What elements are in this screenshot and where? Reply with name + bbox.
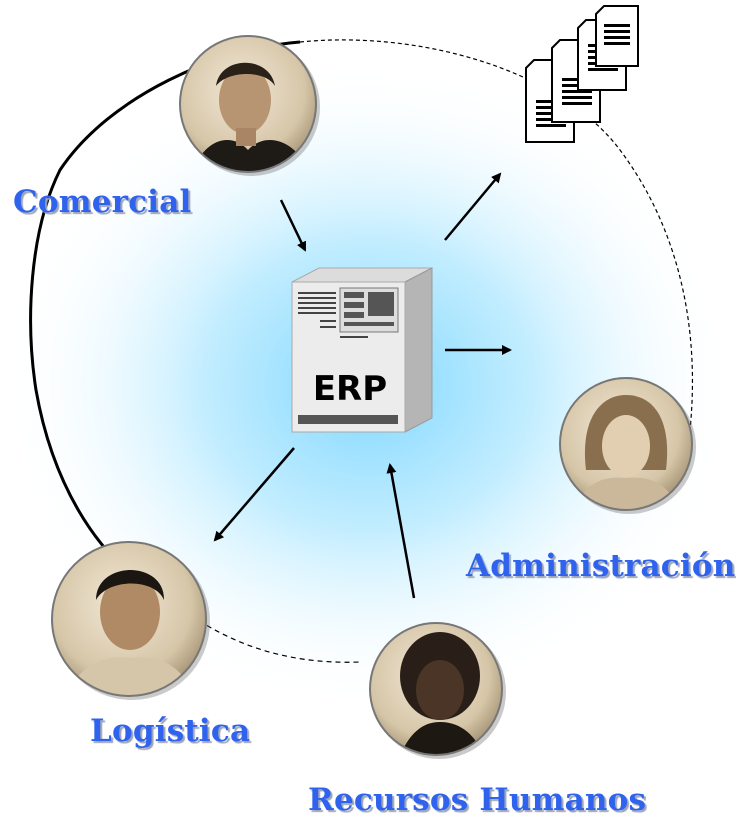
department-label-administracion: Administración: [466, 548, 736, 584]
arrow-comercial-to-erp: [279, 199, 307, 252]
department-label-recursos-humanos: Recursos Humanos: [308, 782, 647, 818]
arrow-erp-to-documents: [444, 172, 502, 241]
arrow-erp-to-logistica: [213, 447, 295, 542]
boundary-circle: [29, 39, 694, 663]
portrait-man-smiling-icon: [51, 541, 210, 700]
portrait-woman-icon: [369, 622, 506, 759]
server-icon: [291, 267, 433, 433]
arrow-rrhh-to-erp: [386, 463, 416, 599]
department-label-comercial: Comercial: [13, 184, 192, 220]
department-label-logistica: Logística: [90, 713, 251, 749]
portrait-woman-blonde-icon: [559, 377, 696, 514]
erp-label: ERP: [313, 369, 387, 409]
documents-stack-icon: [525, 5, 639, 143]
